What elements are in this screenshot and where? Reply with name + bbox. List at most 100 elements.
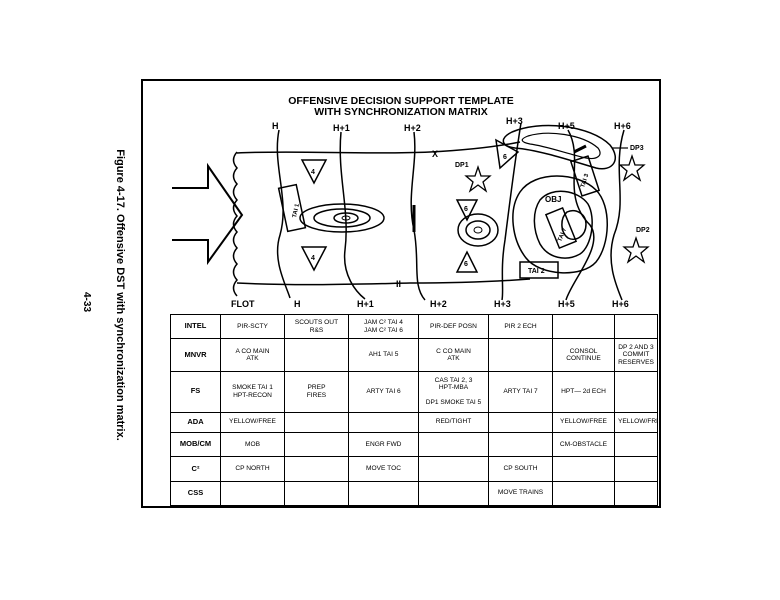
row-header-c2: C² <box>170 456 221 482</box>
matrix-row-mnvr: MNVR A CO MAIN ATK AH1 TAI 5 C CO MAIN A… <box>170 338 658 372</box>
matrix-cell <box>284 456 349 482</box>
phase-line-h3 <box>501 122 522 301</box>
matrix-cell: JAM C² TAI 4 JAM C² TAI 6 <box>348 313 419 340</box>
tai-6-lower-triangle <box>455 250 479 273</box>
row-header-ada: ADA <box>170 411 221 433</box>
matrix-cell <box>284 338 349 372</box>
matrix-cell: CP SOUTH <box>488 456 553 482</box>
matrix-cell: YELLOW/FREE <box>220 411 285 433</box>
tai-1-box <box>277 183 307 233</box>
matrix-row-css: CSS MOVE TRAINS <box>170 480 658 507</box>
matrix-cell <box>220 480 285 507</box>
bottom-label-h: H <box>294 299 301 309</box>
tai-7-label: TAI 7 <box>557 227 568 243</box>
tai-3-label: TAI 3 <box>580 173 590 189</box>
dp2-star <box>622 235 650 264</box>
matrix-cell <box>614 480 658 507</box>
matrix-cell <box>552 480 615 507</box>
hill-contours-h2 <box>457 213 499 247</box>
matrix-cell: ENGR FWD <box>348 431 419 458</box>
matrix-cell: YELLOW/FREE <box>614 411 658 433</box>
matrix-cell <box>614 456 658 482</box>
matrix-row-mob-cm: MOB/CM MOB ENGR FWD CM-OBSTACLE <box>170 431 658 458</box>
triangle-6-top-right-label: 6 <box>503 154 507 161</box>
matrix-cell: SCOUTS OUT R&S <box>284 313 349 340</box>
obstacle-line-h5 <box>573 144 587 154</box>
dp3-star <box>618 153 646 182</box>
matrix-cell: A CO MAIN ATK <box>220 338 285 372</box>
top-label-h3: H+3 <box>506 116 523 126</box>
matrix-cell <box>418 456 489 482</box>
template-title-line-2: WITH SYNCHRONIZATION MATRIX <box>314 106 488 118</box>
bottom-label-h5: H+5 <box>558 299 575 309</box>
tai-3-box <box>569 155 601 197</box>
bottom-label-h1: H+1 <box>357 299 374 309</box>
top-label-h5: H+5 <box>558 121 575 131</box>
matrix-cell <box>614 370 658 413</box>
dp3-label: DP3 <box>630 145 644 152</box>
phase-line-h1 <box>339 131 366 300</box>
attack-arrow <box>172 162 244 266</box>
top-label-h1: H+1 <box>333 123 350 133</box>
matrix-cell: PIR 2 ECH <box>488 313 553 340</box>
matrix-cell: RED/TIGHT <box>418 411 489 433</box>
tai-6-upper-triangle <box>455 199 479 222</box>
matrix-row-c2: C² CP NORTH MOVE TOC CP SOUTH <box>170 456 658 482</box>
matrix-cell: YELLOW/FREE <box>552 411 615 433</box>
matrix-cell <box>284 431 349 458</box>
tai-1-label: TAI 1 <box>292 203 301 219</box>
matrix-cell <box>488 411 553 433</box>
top-label-h: H <box>272 121 279 131</box>
triangle-4-north-label: 4 <box>311 169 315 176</box>
objective-contours <box>512 175 608 274</box>
matrix-cell: DP 2 AND 3 COMMIT RESERVES <box>614 338 658 372</box>
matrix-cell <box>348 411 419 433</box>
hill-contours <box>299 203 385 233</box>
template-title-line-1: OFFENSIVE DECISION SUPPORT TEMPLATE <box>288 95 514 107</box>
top-label-h2: H+2 <box>404 123 421 133</box>
row-header-intel: INTEL <box>170 313 221 340</box>
matrix-cell <box>488 431 553 458</box>
matrix-cell <box>488 338 553 372</box>
bottom-label-h2: H+2 <box>430 299 447 309</box>
triangle-6-upper-label: 6 <box>464 206 468 213</box>
matrix-row-ada: ADA YELLOW/FREE RED/TIGHT YELLOW/FREE YE… <box>170 411 658 433</box>
synchronization-matrix: INTEL PIR-SCTY SCOUTS OUT R&S JAM C² TAI… <box>170 313 658 507</box>
matrix-cell: ARTY TAI 7 <box>488 370 553 413</box>
matrix-cell: ARTY TAI 6 <box>348 370 419 413</box>
row-header-mob-cm: MOB/CM <box>170 431 221 458</box>
tai-4-north-triangle <box>300 159 328 185</box>
matrix-cell: CM-OBSTACLE <box>552 431 615 458</box>
bottom-label-flot: FLOT <box>231 299 255 309</box>
phase-line-h <box>276 129 291 299</box>
matrix-cell: MOVE TOC <box>348 456 419 482</box>
bottom-label-h6: H+6 <box>612 299 629 309</box>
matrix-cell: PIR-DEF POSN <box>418 313 489 340</box>
tai-2-label: TAI 2 <box>528 268 545 275</box>
matrix-cell: AH1 TAI 5 <box>348 338 419 372</box>
matrix-cell: SMOKE TAI 1 HPT-RECON <box>220 370 285 413</box>
boundary-label-x: X <box>432 149 438 159</box>
dp1-label: DP1 <box>455 162 469 169</box>
tai-7-box <box>544 206 578 250</box>
phase-line-h5 <box>565 129 595 301</box>
matrix-cell: MOB <box>220 431 285 458</box>
matrix-cell <box>552 313 615 340</box>
matrix-cell: CP NORTH <box>220 456 285 482</box>
tai-6-top-right-triangle <box>495 138 520 170</box>
matrix-cell: PREP FIRES <box>284 370 349 413</box>
upper-boundary-line <box>236 141 521 154</box>
row-header-css: CSS <box>170 480 221 507</box>
figure-frame <box>141 79 661 508</box>
matrix-cell: HPT— 2d ECH <box>552 370 615 413</box>
matrix-row-intel: INTEL PIR-SCTY SCOUTS OUT R&S JAM C² TAI… <box>170 313 658 340</box>
matrix-cell <box>418 431 489 458</box>
tai-2-box <box>519 261 559 279</box>
bottom-label-h3: H+3 <box>494 299 511 309</box>
row-header-fs: FS <box>170 370 221 413</box>
matrix-cell <box>418 480 489 507</box>
matrix-cell: C CO MAIN ATK <box>418 338 489 372</box>
flot-line <box>232 151 238 297</box>
boundary-label-ii: II <box>396 279 401 289</box>
